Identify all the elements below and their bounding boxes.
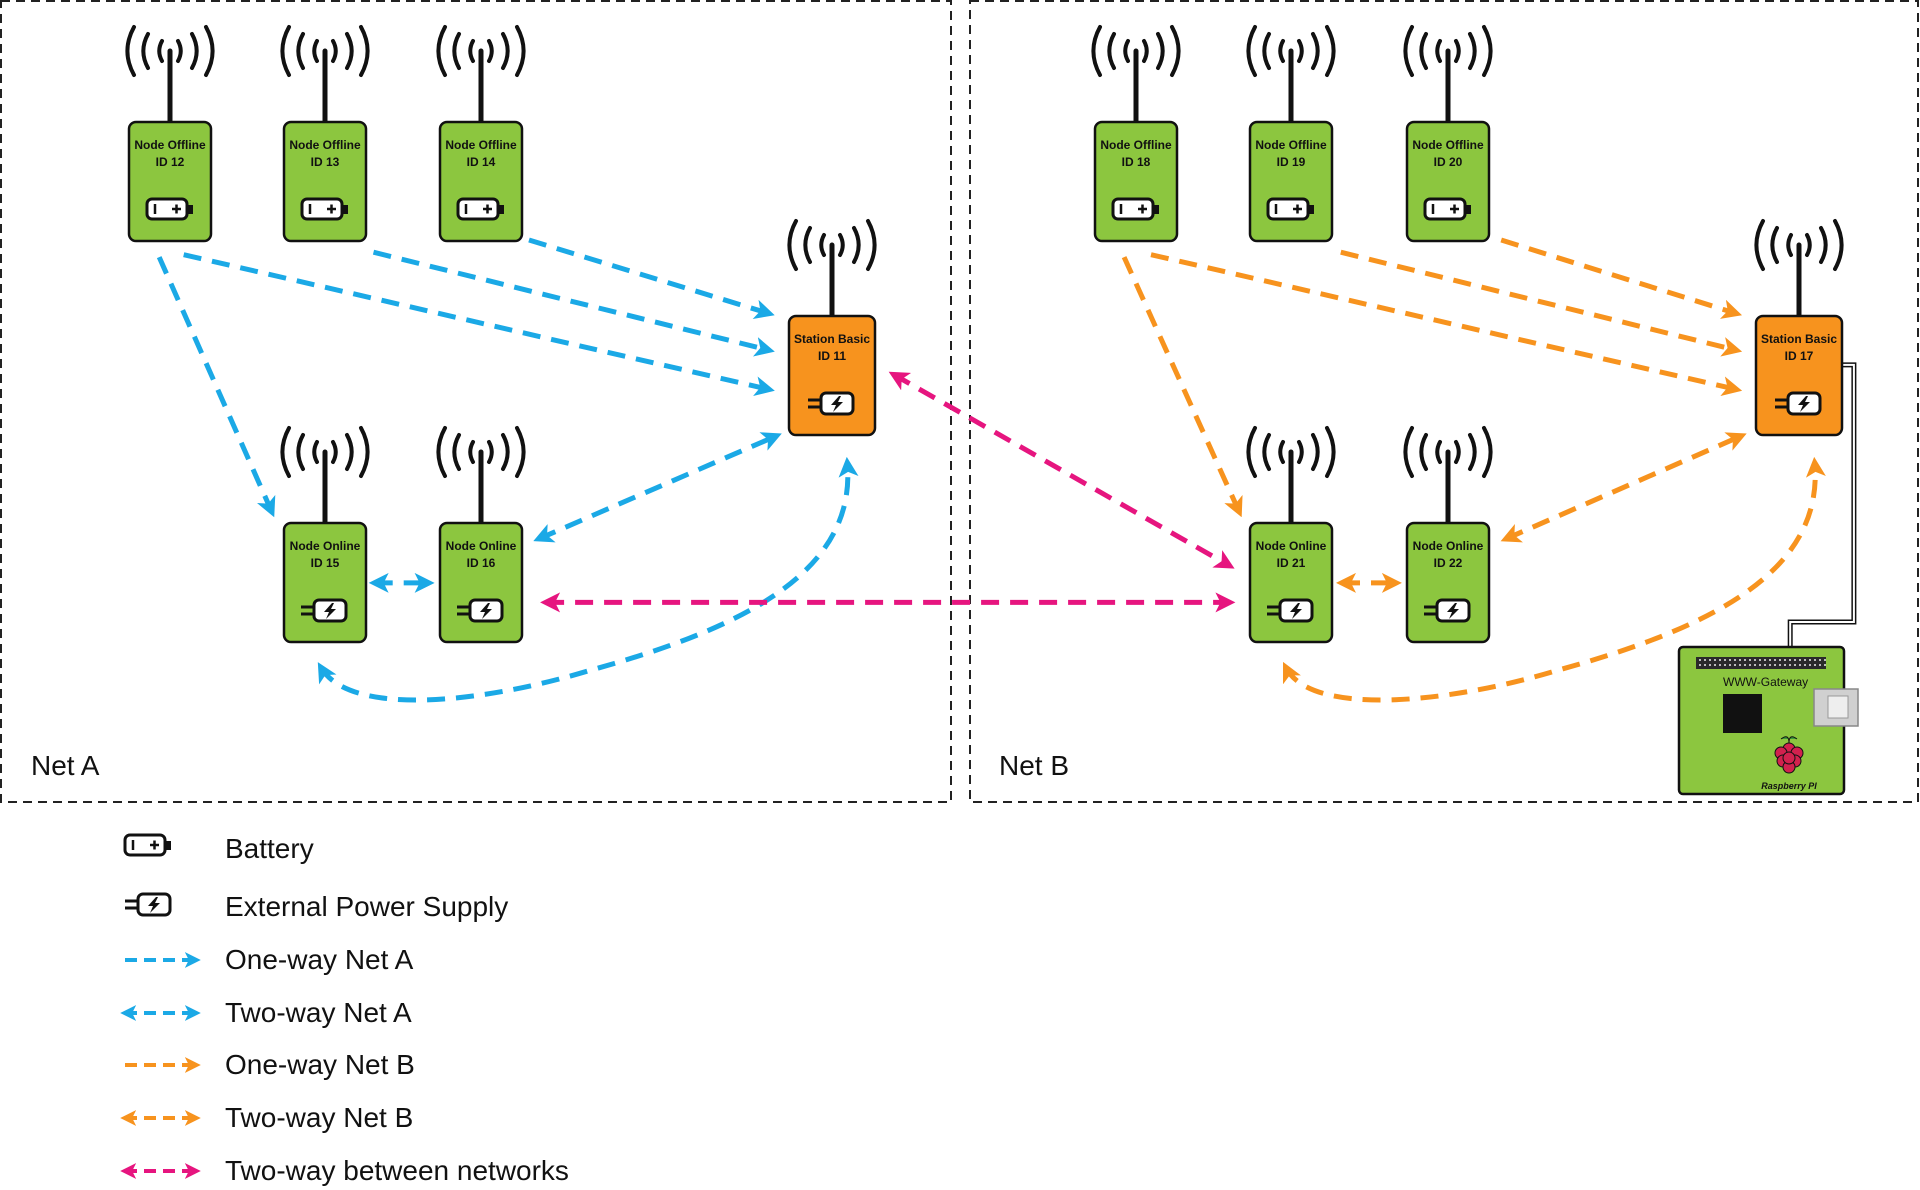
- legend-label: External Power Supply: [225, 891, 508, 922]
- device-name: Node Offline: [134, 138, 206, 152]
- device-id: ID 17: [1785, 349, 1814, 363]
- device-name: Node Offline: [1255, 138, 1327, 152]
- link-n21-s17: [1283, 456, 1826, 703]
- link-n14-s11: [528, 237, 775, 319]
- raspberry-pi-icon: [1774, 736, 1804, 774]
- device-name: Node Offline: [1100, 138, 1172, 152]
- cpu-chip: [1723, 694, 1762, 733]
- signal-waves-icon: [1403, 25, 1493, 77]
- link-n16-s11: [533, 432, 782, 543]
- net-label-a: Net A: [31, 750, 100, 781]
- links-layer: [156, 237, 1857, 703]
- board-label: Raspberry PI: [1761, 781, 1817, 791]
- device-id: ID 12: [156, 155, 185, 169]
- net-label-b: Net B: [999, 750, 1069, 781]
- device-name: Node Offline: [289, 138, 361, 152]
- legend-label: One-way Net A: [225, 944, 414, 975]
- device-name: Station Basic: [794, 332, 870, 346]
- device-n13: Node Offline ID 13: [280, 25, 370, 243]
- device-id: ID 21: [1277, 556, 1306, 570]
- device-id: ID 11: [818, 349, 846, 363]
- device-n15: Node Online ID 15: [280, 426, 370, 644]
- battery-icon: [145, 197, 195, 221]
- device-n18: Node Offline ID 18: [1091, 25, 1181, 243]
- link-n22-s17: [1500, 432, 1747, 543]
- device-name: Node Online: [446, 539, 517, 553]
- signal-waves-icon: [1754, 219, 1844, 271]
- legend-item: Battery: [123, 833, 314, 864]
- signal-waves-icon: [1403, 426, 1493, 478]
- legend-item: Two-way Net A: [120, 997, 412, 1028]
- link-n18-s17: [1150, 252, 1743, 397]
- legend-label: Two-way Net B: [225, 1102, 413, 1133]
- link-n12-s11: [183, 252, 775, 397]
- device-n12: Node Offline ID 12: [125, 25, 215, 243]
- device-s11: Station Basic ID 11: [787, 219, 877, 437]
- legend-item: Two-way Net B: [120, 1102, 413, 1133]
- device-id: ID 13: [311, 155, 340, 169]
- legend-label: Two-way between networks: [225, 1155, 569, 1186]
- battery-icon: [300, 197, 350, 221]
- device-n19: Node Offline ID 19: [1246, 25, 1336, 243]
- link-n19-s17: [1340, 249, 1743, 357]
- legend-item: External Power Supply: [123, 891, 508, 922]
- signal-waves-icon: [1246, 426, 1336, 478]
- power-plug-icon: [123, 892, 172, 917]
- signal-waves-icon: [280, 426, 370, 478]
- signal-waves-icon: [280, 25, 370, 77]
- legend-item: Two-way between networks: [120, 1155, 569, 1186]
- device-name: Node Online: [1413, 539, 1484, 553]
- link-n18-n21: [1121, 256, 1243, 518]
- link-n12-n15: [156, 256, 276, 518]
- device-s17: Station Basic ID 17: [1754, 219, 1844, 437]
- legend-label: Battery: [225, 833, 314, 864]
- signal-waves-icon: [436, 25, 526, 77]
- device-n14: Node Offline ID 14: [436, 25, 526, 243]
- device-name: Node Online: [290, 539, 361, 553]
- device-n22: Node Online ID 22: [1403, 426, 1493, 644]
- device-name: Station Basic: [1761, 332, 1837, 346]
- legend-item: One-way Net B: [125, 1049, 415, 1080]
- device-id: ID 20: [1434, 155, 1463, 169]
- battery-icon: [1111, 197, 1161, 221]
- device-n20: Node Offline ID 20: [1403, 25, 1493, 243]
- signal-waves-icon: [1091, 25, 1181, 77]
- battery-icon: [1423, 197, 1473, 221]
- link-s11-n21: [888, 371, 1235, 569]
- battery-icon: [1266, 197, 1316, 221]
- device-id: ID 15: [311, 556, 340, 570]
- gateway-wire: [1789, 363, 1855, 657]
- device-id: ID 16: [467, 556, 496, 570]
- link-n13-s11: [372, 249, 775, 357]
- battery-icon: [123, 833, 173, 857]
- device-id: ID 19: [1277, 155, 1306, 169]
- signal-waves-icon: [787, 219, 877, 271]
- signal-waves-icon: [125, 25, 215, 77]
- device-n21: Node Online ID 21: [1246, 426, 1336, 644]
- device-id: ID 14: [467, 155, 496, 169]
- link-n15-s11: [317, 456, 859, 703]
- device-name: Node Offline: [1412, 138, 1484, 152]
- battery-icon: [456, 197, 506, 221]
- device-name: Node Offline: [445, 138, 517, 152]
- link-n20-s17: [1500, 237, 1743, 319]
- legend-item: One-way Net A: [125, 944, 414, 975]
- gpio-header: [1696, 657, 1826, 669]
- legend-label: One-way Net B: [225, 1049, 415, 1080]
- legend-label: Two-way Net A: [225, 997, 412, 1028]
- signal-waves-icon: [1246, 25, 1336, 77]
- device-n16: Node Online ID 16: [436, 426, 526, 644]
- gateway-label: WWW-Gateway: [1723, 675, 1808, 689]
- signal-waves-icon: [436, 426, 526, 478]
- device-id: ID 18: [1122, 155, 1151, 169]
- device-name: Node Online: [1256, 539, 1327, 553]
- device-id: ID 22: [1434, 556, 1463, 570]
